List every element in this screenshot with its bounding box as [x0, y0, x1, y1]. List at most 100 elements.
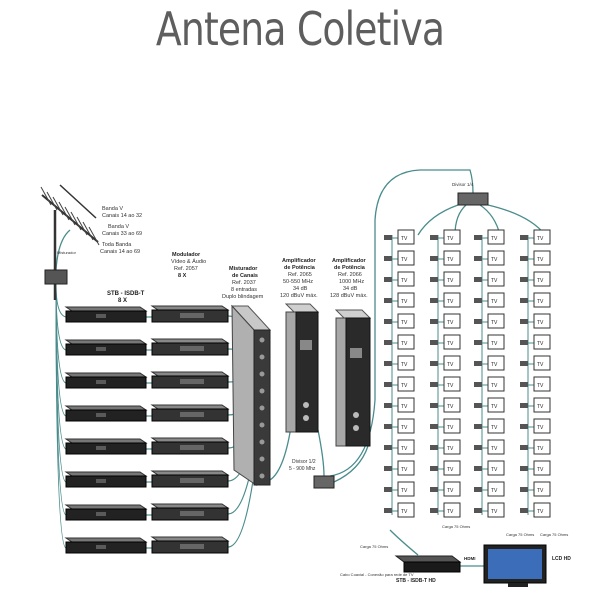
- tv-icon: [443, 418, 461, 434]
- antenna-element: [70, 211, 82, 231]
- tap-box: [384, 487, 392, 492]
- channel-mixer-device: [230, 304, 272, 486]
- tv-label: TV: [401, 425, 408, 431]
- modulator-top: [150, 437, 230, 443]
- tv-label: TV: [537, 467, 544, 473]
- band-label-4: Canais 33 ao 69: [102, 231, 142, 237]
- tv-icon: [487, 502, 505, 518]
- modulator-label-2: Vídeo & Áudio: [171, 258, 206, 265]
- tap-box: [430, 508, 438, 513]
- tap-box: [430, 424, 438, 429]
- amp2-label-3: Ref. 2066: [338, 272, 362, 278]
- tv-label: TV: [491, 278, 498, 284]
- splitter-1-2-box: [313, 475, 335, 489]
- tap-box: [520, 277, 528, 282]
- amp2-label-5: 34 dB: [343, 286, 358, 292]
- tv-icon: [533, 313, 551, 329]
- antenna-element: [46, 191, 58, 211]
- antenna-element: [82, 221, 94, 241]
- tap-box: [430, 361, 438, 366]
- cable: [333, 445, 369, 483]
- mixer-port: [259, 439, 265, 445]
- stb-count: 8 X: [118, 298, 127, 304]
- tv-icon: [443, 334, 461, 350]
- tv-icon: [487, 397, 505, 413]
- mixer-port: [259, 422, 265, 428]
- tap-box: [384, 340, 392, 345]
- tv-label: TV: [537, 299, 544, 305]
- band-label-3: Banda V: [108, 224, 129, 230]
- lcd-label: LCD HD: [552, 556, 571, 562]
- tv-label: TV: [537, 404, 544, 410]
- tv-label: TV: [401, 278, 408, 284]
- antenna-element: [58, 201, 70, 221]
- antenna-element: [52, 196, 64, 216]
- stb-display: [96, 380, 106, 384]
- tv-icon: [533, 460, 551, 476]
- mixer-port: [259, 337, 265, 343]
- modulator-panel: [180, 445, 204, 450]
- tv-label: TV: [537, 509, 544, 515]
- tv-icon: [397, 460, 415, 476]
- antenna-element: [64, 206, 76, 226]
- tv-icon: [487, 250, 505, 266]
- tap-box: [384, 256, 392, 261]
- tv-icon: [443, 502, 461, 518]
- tv-label: TV: [401, 488, 408, 494]
- tap-box: [474, 487, 482, 492]
- tap-box: [520, 235, 528, 240]
- tv-icon: [533, 439, 551, 455]
- band-label-1: Banda V: [102, 206, 123, 212]
- amp1-label-6: 120 dBuV máx.: [280, 293, 318, 299]
- stb-top: [64, 537, 148, 543]
- stb-top: [64, 405, 148, 411]
- tv-icon: [487, 376, 505, 392]
- tap-box: [474, 319, 482, 324]
- mixer-port: [259, 405, 265, 411]
- tv-icon: [397, 355, 415, 371]
- tap-box: [520, 466, 528, 471]
- tv-label: TV: [491, 299, 498, 305]
- tv-icon: [397, 376, 415, 392]
- tv-label: TV: [491, 341, 498, 347]
- tv-label: TV: [491, 320, 498, 326]
- tap-box: [474, 508, 482, 513]
- tv-label: TV: [491, 509, 498, 515]
- tv-icon: [443, 355, 461, 371]
- tv-label: TV: [537, 320, 544, 326]
- tv-label: TV: [537, 425, 544, 431]
- load-label-4: Carga 75 Ohms: [540, 532, 568, 537]
- tv-icon: [397, 397, 415, 413]
- mixer-port: [259, 456, 265, 462]
- tv-icon: [397, 502, 415, 518]
- modulator-panel: [180, 478, 204, 483]
- modulator-panel: [180, 511, 204, 516]
- stb-top: [64, 372, 148, 378]
- tap-box: [474, 424, 482, 429]
- channel-mixer-label-4: 8 entradas: [231, 287, 257, 293]
- modulator-label-1: Modulador: [172, 252, 201, 258]
- tv-icon: [487, 481, 505, 497]
- cable: [317, 429, 325, 477]
- stb-display: [96, 512, 106, 516]
- tap-box: [430, 340, 438, 345]
- tv-grid: TVTVTVTVTVTVTVTVTVTVTVTVTVTVTVTVTVTVTVTV…: [384, 229, 551, 518]
- tv-label: TV: [491, 257, 498, 263]
- tap-box: [520, 298, 528, 303]
- tap-box: [430, 298, 438, 303]
- tv-label: TV: [401, 236, 408, 242]
- cable: [417, 204, 459, 236]
- amp2-label-1: Amplificador: [332, 258, 366, 264]
- tap-box: [430, 445, 438, 450]
- modulator-top: [150, 536, 230, 542]
- tv-label: TV: [491, 467, 498, 473]
- hdmi-label: HDMI: [464, 556, 476, 561]
- splitter-label-1: Divisor 1/2: [292, 459, 316, 465]
- modulator-panel: [180, 412, 204, 417]
- tv-icon: [533, 418, 551, 434]
- tv-label: TV: [537, 383, 544, 389]
- tv-label: TV: [447, 341, 454, 347]
- splitter-1-4-box: [457, 192, 489, 206]
- stb-display: [96, 413, 106, 417]
